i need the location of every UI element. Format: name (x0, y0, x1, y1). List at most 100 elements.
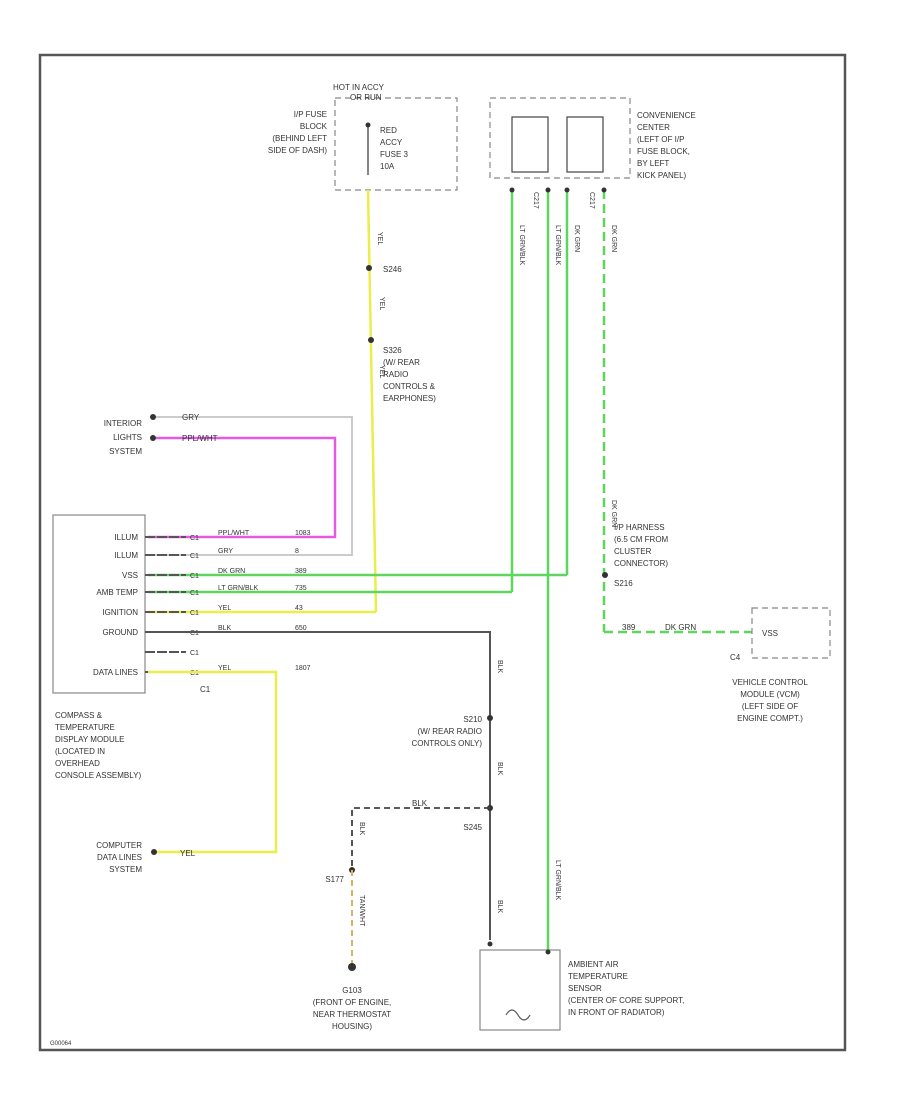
green-wires: LT GRN/BLK C217 LT GRN/BLK DK GRN C217 D… (148, 187, 752, 950)
module-circuit-label-4: 43 (295, 605, 303, 612)
module-circuit-label-7: 1807 (295, 665, 311, 672)
interior-lights-label-3: SYSTEM (109, 447, 142, 456)
interior-gry-terminal (150, 414, 156, 420)
vcm-pin-label: VSS (762, 629, 778, 638)
module-wire-label-0: PPL/WHT (218, 530, 250, 537)
module-pin-label-2: VSS (122, 571, 138, 580)
module-label-3: DISPLAY MODULE (55, 735, 125, 744)
fuse-block-label-4: SIDE OF DASH) (268, 146, 327, 155)
gry-wire (148, 416, 353, 556)
term-4 (601, 187, 607, 193)
computer-data-label-2: DATA LINES (97, 853, 142, 862)
sensor-label-1: AMBIENT AIR (568, 960, 619, 969)
interior-lights-label-1: INTERIOR (104, 419, 142, 428)
vcm-section: I/P HARNESS (6.5 CM FROM CLUSTER CONNECT… (610, 500, 831, 723)
module-wire-label-4: YEL (218, 605, 231, 612)
computer-data-label-1: COMPUTER (96, 841, 142, 850)
module-pin-label-0: ILLUM (114, 533, 138, 542)
module-pin-connector-3: C1 (190, 590, 199, 597)
module-circuit-label-2: 389 (295, 568, 307, 575)
computer-data-wire-label: YEL (180, 849, 196, 858)
s177-label: S177 (325, 875, 344, 884)
gry-label: GRY (182, 413, 200, 422)
thermistor-icon (505, 1009, 531, 1021)
module-pin-label-5: GROUND (102, 628, 138, 637)
module-wire-label-5: BLK (218, 625, 232, 632)
yel-label-3: YEL (378, 365, 385, 378)
module-box (52, 514, 146, 694)
module-circuit-label-5: 650 (295, 625, 307, 632)
module-circuit-label-0: 1083 (295, 530, 311, 537)
splice-s326-dot (368, 337, 374, 343)
fuse-label-1: RED (380, 126, 397, 135)
module-wire-label-7: YEL (218, 665, 231, 672)
module-pin-connector-5: C1 (190, 630, 199, 637)
g103-label-4: HOUSING) (332, 1022, 372, 1031)
s245-label: S245 (463, 823, 482, 832)
splice-s216-dot (602, 572, 608, 578)
yel-label-1: YEL (376, 232, 383, 245)
g103-label-3: NEAR THERMOSTAT (313, 1010, 391, 1019)
c217-label-2: C217 (588, 192, 595, 209)
ip-harness-wire: DK GRN (610, 500, 617, 527)
computer-data-lines: COMPUTER DATA LINES SYSTEM YEL (96, 670, 278, 874)
interior-ppl-terminal (150, 435, 156, 441)
yel-label-2: YEL (378, 297, 385, 310)
lt-grn-blk-label-1: LT GRN/BLK (518, 225, 525, 266)
blk-label-3: BLK (412, 799, 428, 808)
splice-s246-dot (366, 265, 372, 271)
ip-harness-label-1: I/P HARNESS (614, 523, 665, 532)
fuse-block-label-2: BLOCK (300, 122, 328, 131)
splice-s210-dot (487, 715, 493, 721)
fuse-label-4: 10A (380, 162, 395, 171)
fuse-block-label-3: (BEHIND LEFT (272, 134, 327, 143)
tan-wht-label: TAN/WHT (358, 895, 365, 927)
ppl-wht-wire (148, 436, 337, 539)
module-pin-connector-1: C1 (190, 553, 199, 560)
term-2 (545, 187, 551, 193)
sensor-terminal-grn (545, 949, 551, 955)
convenience-label-1: CONVENIENCE (637, 111, 696, 120)
splice-s326-label-4: CONTROLS & (383, 382, 436, 391)
fuse-block-header-1: HOT IN ACCY (333, 83, 385, 92)
convenience-label-3: (LEFT OF I/P (637, 135, 684, 144)
lt-grn-blk-label-2: LT GRN/BLK (554, 225, 561, 266)
sensor-wire-label: LT GRN/BLK (554, 860, 561, 901)
dk-grn-label-1: DK GRN (573, 225, 580, 252)
module-label-4: (LOCATED IN (55, 747, 105, 756)
splice-s326-label-1: S326 (383, 346, 402, 355)
vcm-circuit-label: 389 (622, 623, 636, 632)
convenience-label-5: BY LEFT (637, 159, 669, 168)
module-pin-label-4: IGNITION (102, 608, 138, 617)
module-pin-connector-4: C1 (190, 610, 199, 617)
c217-label-1: C217 (532, 192, 539, 209)
fuse-label-2: ACCY (380, 138, 403, 147)
computer-data-label-3: SYSTEM (109, 865, 142, 874)
fuse-label-3: FUSE 3 (380, 150, 409, 159)
fuse-block-box (334, 97, 458, 191)
sensor-label-4: (CENTER OF CORE SUPPORT, (568, 996, 684, 1005)
sensor-blk-label: BLK (496, 900, 503, 914)
blk-label-2: BLK (496, 762, 503, 776)
fuse-terminal (365, 122, 371, 128)
yellow-wire-vertical (366, 189, 378, 613)
sensor-label-3: SENSOR (568, 984, 602, 993)
sensor-label-5: IN FRONT OF RADIATOR) (568, 1008, 665, 1017)
relay-2 (566, 116, 604, 173)
convenience-label-2: CENTER (637, 123, 670, 132)
vcm-label-3: (LEFT SIDE OF (742, 702, 798, 711)
footer-code: G00064 (50, 1041, 72, 1047)
blk-wire-module (148, 631, 491, 940)
interior-lights-label-2: LIGHTS (113, 433, 142, 442)
splice-s326-label-3: RADIO (383, 370, 408, 379)
module-label-6: CONSOLE ASSEMBLY) (55, 771, 141, 780)
fuse-block-header-2: OR RUN (350, 93, 382, 102)
ignition-wire: YEL S246 YEL S326 (W/ REAR RADIO CONTROL… (148, 189, 436, 614)
module-label-2: TEMPERATURE (55, 723, 115, 732)
diagram-frame (38, 53, 847, 1052)
vcm-box (751, 607, 831, 659)
fuse-block: HOT IN ACCY OR RUN I/P FUSE BLOCK (BEHIN… (268, 83, 458, 191)
splice-s246-label: S246 (383, 265, 402, 274)
